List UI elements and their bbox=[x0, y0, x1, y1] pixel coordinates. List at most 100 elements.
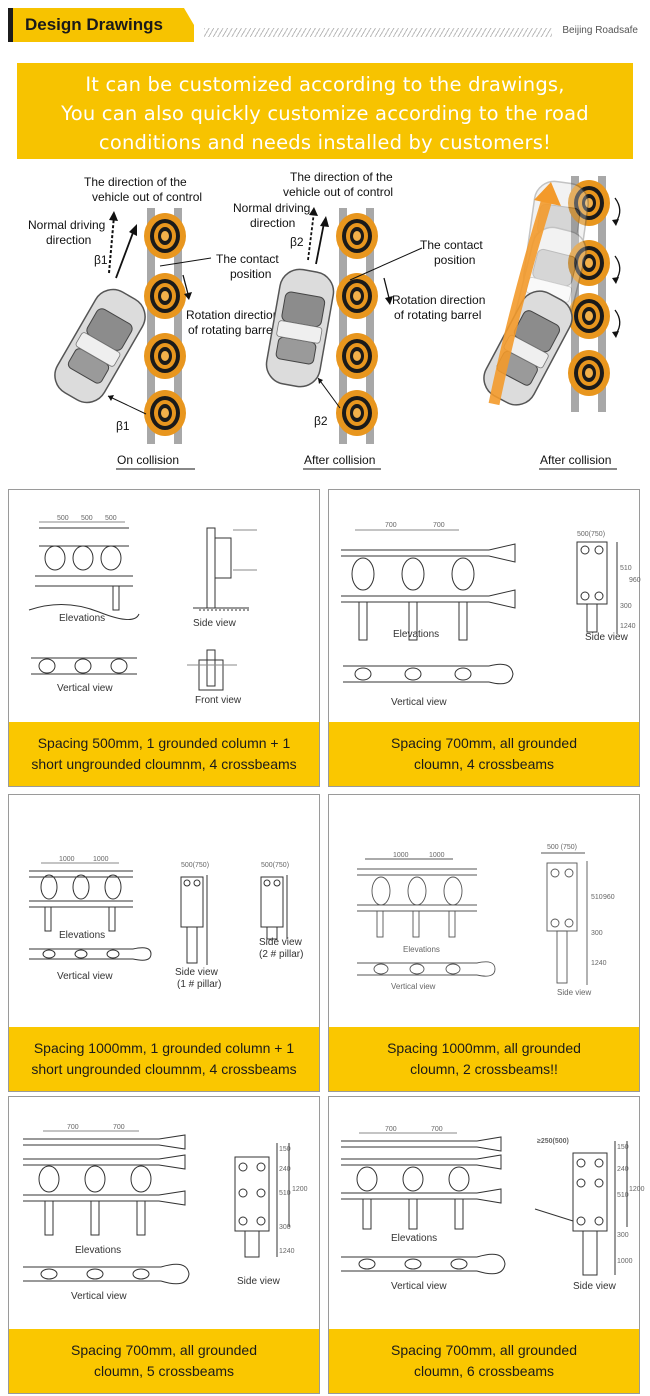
drawing-label-side-view: Side view bbox=[175, 967, 219, 978]
drawing-label-vertical-view: Vertical view bbox=[391, 697, 447, 708]
drawing-label-elevations: Elevations bbox=[75, 1245, 121, 1256]
panel-caption-line: Spacing 700mm, all grounded bbox=[70, 1342, 257, 1358]
brand-name: Beijing Roadsafe bbox=[562, 25, 638, 36]
panel-caption-line: Spacing 500mm, 1 grounded column + 1 bbox=[37, 735, 291, 751]
panel-caption: Spacing 1000mm, all grounded cloumn, 2 c… bbox=[329, 1027, 639, 1091]
label-normal-driving: direction bbox=[250, 216, 295, 230]
dimension-label: ≥250(500) bbox=[537, 1138, 569, 1145]
panel-caption-line: cloumn, 2 crossbeams!! bbox=[410, 1061, 558, 1077]
dimension-label: 1000 bbox=[393, 852, 409, 859]
drawing-label-pillar-1: (1 # pillar) bbox=[177, 979, 221, 990]
drawing-label-vertical-view: Vertical view bbox=[57, 971, 113, 982]
design-panel-500mm: 500 500 500 Elevations Side view Vertica… bbox=[8, 489, 320, 787]
banner-line: You can also quickly customize according… bbox=[61, 102, 589, 125]
dimension-label: 500 bbox=[57, 515, 69, 522]
dimension-label: 510 bbox=[591, 894, 603, 901]
diagram-on-collision: The direction of the vehicle out of cont… bbox=[28, 175, 279, 470]
diagram-after-collision-trajectory: After collision bbox=[476, 176, 621, 470]
dimension-label: 700 bbox=[113, 1124, 125, 1131]
technical-drawing: 500 500 500 Elevations Side view Vertica… bbox=[28, 515, 257, 706]
dimension-label: 500 bbox=[81, 515, 93, 522]
dimension-label: 500(750) bbox=[577, 531, 605, 538]
technical-drawing: 1000 1000 500 (750) 510 960 300 1240 Ele… bbox=[357, 844, 615, 997]
design-panel-700mm-5-crossbeams: 700 700 150 240 510 1200 300 1240 Elevat… bbox=[8, 1096, 320, 1394]
label-contact-position: position bbox=[434, 253, 475, 267]
header-hatch-decoration bbox=[204, 28, 642, 37]
panel-caption: Spacing 700mm, all grounded cloumn, 6 cr… bbox=[329, 1329, 639, 1393]
dimension-label: 1240 bbox=[591, 960, 607, 967]
label-direction-out-of-control: vehicle out of control bbox=[283, 185, 393, 199]
dimension-label: 1240 bbox=[620, 623, 636, 630]
technical-drawing: 700 700 500(750) 510 960 300 1240 Elevat… bbox=[341, 522, 641, 708]
dimension-label: 1000 bbox=[93, 856, 109, 863]
banner-line: conditions and needs installed by custom… bbox=[98, 131, 552, 154]
technical-drawing: 1000 1000 500(750) 500(750) Elevations S… bbox=[29, 856, 303, 990]
drawing-label-elevations: Elevations bbox=[59, 613, 105, 624]
dimension-label: 700 bbox=[433, 522, 445, 529]
label-normal-driving: Normal driving bbox=[28, 218, 105, 232]
panel-caption-line: short ungrounded cloumnm, 4 crossbeams bbox=[31, 1061, 297, 1077]
label-normal-driving: direction bbox=[46, 233, 91, 247]
dimension-label: 1000 bbox=[429, 852, 445, 859]
collision-caption: After collision bbox=[540, 453, 611, 467]
label-direction-out-of-control: The direction of the bbox=[84, 175, 187, 189]
dimension-label: 500 bbox=[105, 515, 117, 522]
dimension-label: 150 bbox=[279, 1146, 291, 1153]
panel-caption-line: cloumn, 6 crossbeams bbox=[413, 1363, 555, 1379]
dimension-label: 510 bbox=[620, 565, 632, 572]
customization-banner: It can be customized according to the dr… bbox=[17, 63, 633, 159]
drawing-label-elevations: Elevations bbox=[391, 1233, 437, 1244]
dimension-label: 1000 bbox=[617, 1258, 633, 1265]
label-direction-out-of-control: vehicle out of control bbox=[92, 190, 202, 204]
dimension-label: 150 bbox=[617, 1144, 629, 1151]
label-direction-out-of-control: The direction of the bbox=[290, 170, 393, 184]
dimension-label: 300 bbox=[279, 1224, 291, 1231]
label-rotation-direction: Rotation direction bbox=[392, 293, 485, 307]
dimension-label: 240 bbox=[279, 1166, 291, 1173]
drawing-label-side-view: Side view bbox=[585, 632, 629, 643]
panel-caption: Spacing 500mm, 1 grounded column + 1 sho… bbox=[9, 722, 319, 786]
drawing-label-side-view: Side view bbox=[259, 937, 303, 948]
dimension-label: 700 bbox=[67, 1124, 79, 1131]
dimension-label: 300 bbox=[591, 930, 603, 937]
collision-caption: On collision bbox=[117, 453, 179, 467]
section-header-tab: Design Drawings bbox=[8, 8, 194, 42]
design-panel-700mm-6-crossbeams: 700 700 ≥250(500) 150 240 510 1200 300 1… bbox=[328, 1096, 645, 1394]
dimension-label: 700 bbox=[431, 1126, 443, 1133]
banner-line: It can be customized according to the dr… bbox=[85, 73, 565, 96]
label-rotation-direction: Rotation direction bbox=[186, 308, 279, 322]
design-panel-1000mm-4-crossbeams: 1000 1000 500(750) 500(750) Elevations S… bbox=[8, 794, 320, 1092]
drawing-label-vertical-view: Vertical view bbox=[391, 1281, 447, 1292]
dimension-label: 1240 bbox=[279, 1248, 295, 1255]
panel-caption-line: short ungrounded cloumnm, 4 crossbeams bbox=[31, 756, 297, 772]
dimension-label: 1000 bbox=[59, 856, 75, 863]
collision-diagrams: The direction of the vehicle out of cont… bbox=[8, 168, 642, 478]
dimension-label: 510 bbox=[617, 1192, 629, 1199]
panel-caption-line: cloumn, 4 crossbeams bbox=[413, 756, 555, 772]
dimension-label: 960 bbox=[629, 577, 641, 584]
drawing-label-elevations: Elevations bbox=[59, 930, 105, 941]
label-contact-position: The contact bbox=[216, 252, 279, 266]
collision-caption: After collision bbox=[304, 453, 375, 467]
label-contact-position: The contact bbox=[420, 238, 483, 252]
section-header: Design Drawings Beijing Roadsafe bbox=[8, 8, 642, 42]
technical-drawing: 700 700 ≥250(500) 150 240 510 1200 300 1… bbox=[341, 1126, 645, 1292]
drawing-label-pillar-2: (2 # pillar) bbox=[259, 949, 303, 960]
drawing-label-vertical-view: Vertical view bbox=[57, 683, 113, 694]
panel-caption-line: Spacing 1000mm, all grounded bbox=[387, 1040, 581, 1056]
dimension-label: 960 bbox=[603, 894, 615, 901]
label-normal-driving: Normal driving bbox=[233, 201, 310, 215]
dimension-label: 700 bbox=[385, 1126, 397, 1133]
panel-caption-line: cloumn, 5 crossbeams bbox=[93, 1363, 235, 1379]
dimension-label: 500(750) bbox=[181, 862, 209, 869]
label-rotation-direction: of rotating barrel bbox=[188, 323, 275, 337]
collision-illustration: The direction of the vehicle out of cont… bbox=[28, 170, 621, 470]
panel-caption-line: Spacing 1000mm, 1 grounded column + 1 bbox=[33, 1040, 295, 1056]
drawing-label-side-view: Side view bbox=[193, 618, 237, 629]
panel-caption: Spacing 700mm, all grounded cloumn, 5 cr… bbox=[9, 1329, 319, 1393]
label-beta2: β2 bbox=[290, 235, 304, 249]
dimension-label: 510 bbox=[279, 1190, 291, 1197]
header-brand-backdrop bbox=[552, 22, 642, 42]
dimension-label: 1200 bbox=[629, 1186, 645, 1193]
panel-caption-line: Spacing 700mm, all grounded bbox=[390, 735, 577, 751]
